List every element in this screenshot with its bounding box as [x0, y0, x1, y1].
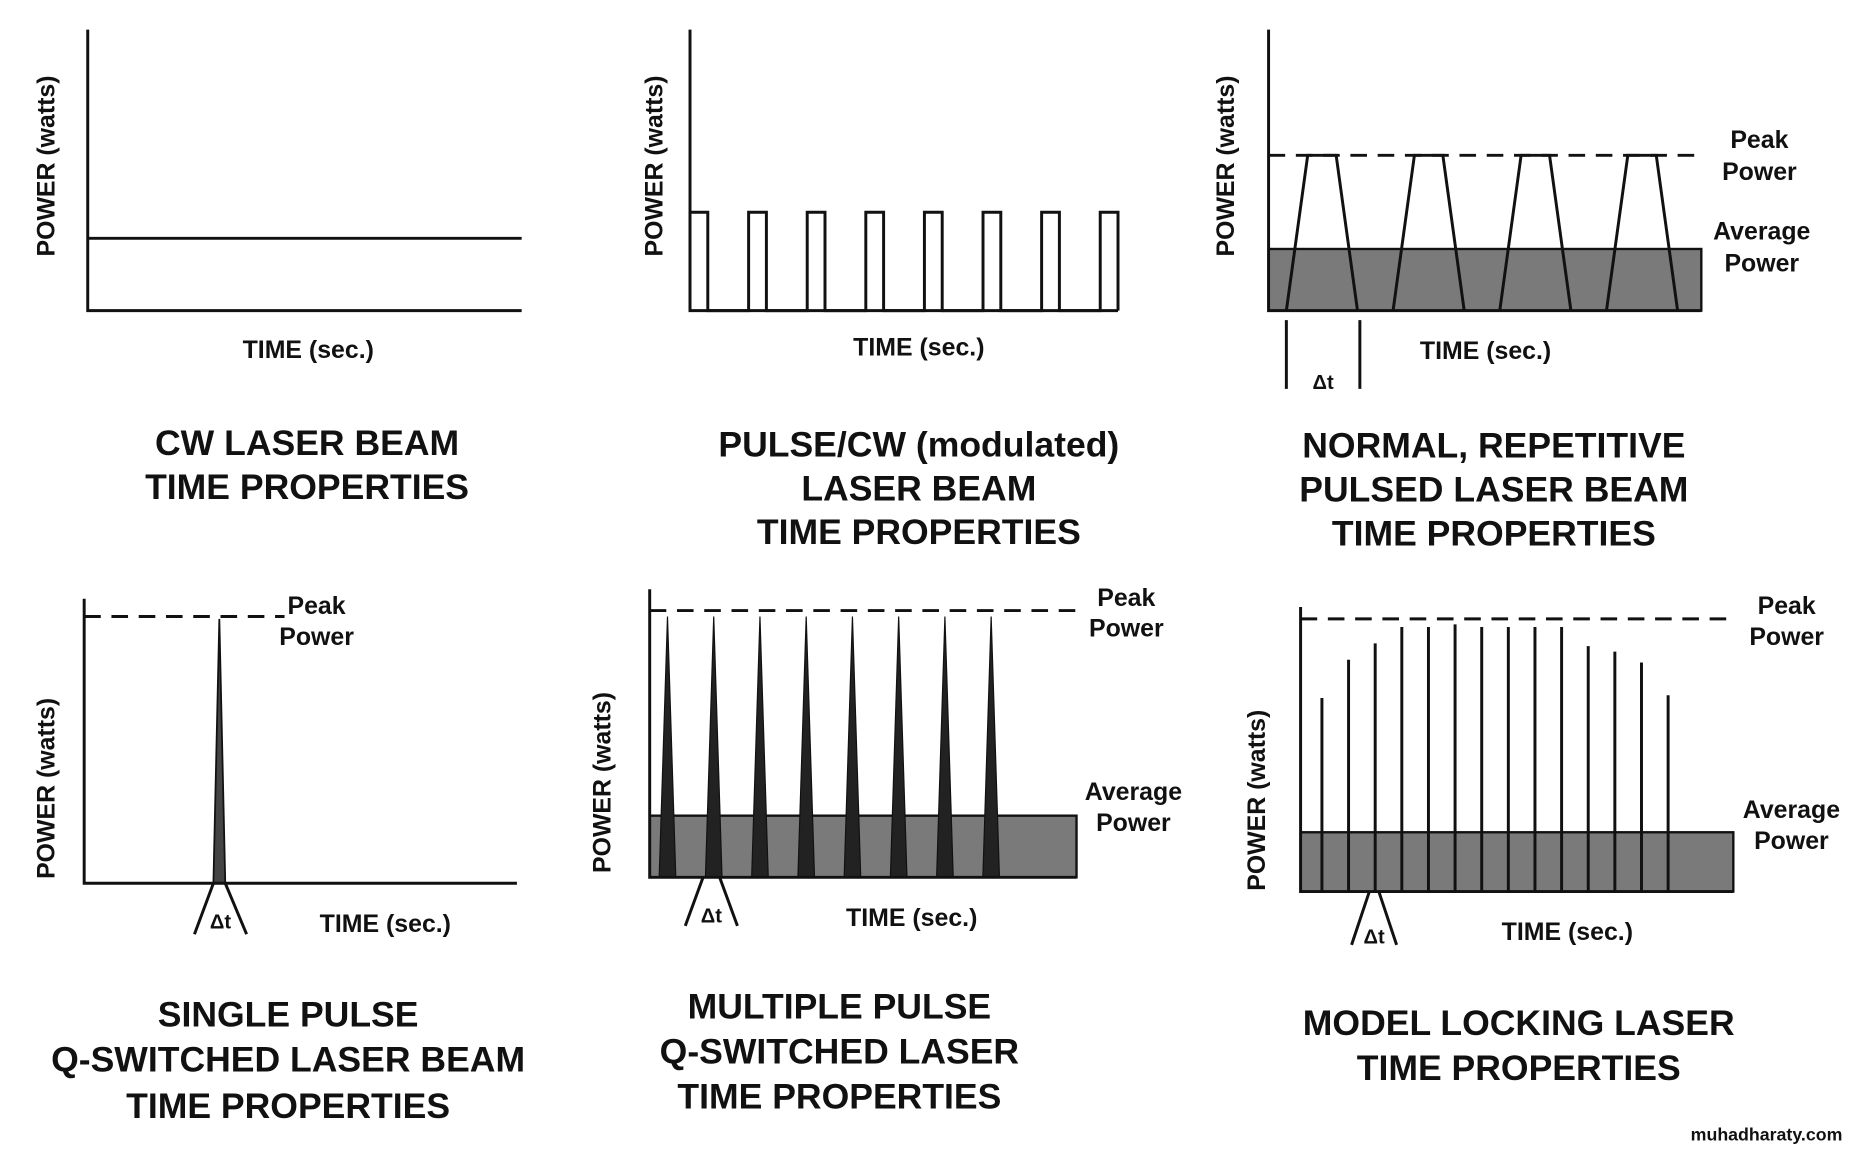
average-power-label: Average: [1743, 796, 1840, 824]
peak-power-label: Power: [1089, 615, 1164, 643]
y-axis-label: POWER (watts): [33, 75, 61, 256]
panel-title: LASER BEAM: [801, 468, 1036, 508]
peak-power-label: Peak: [1730, 126, 1788, 154]
delta-t-marker: [683, 876, 739, 927]
watermark: muhadharaty.com: [1691, 1125, 1843, 1145]
panel-title: TIME PROPERTIES: [677, 1077, 1001, 1117]
panel-title: TIME PROPERTIES: [1332, 513, 1656, 553]
panel-title: Q-SWITCHED LASER BEAM: [51, 1040, 525, 1080]
average-power-label: Power: [1724, 249, 1799, 277]
pulse: [843, 616, 862, 878]
panel-title: CW LASER BEAM: [155, 423, 459, 463]
panel-cw: POWER (watts) TIME (sec.) CW LASER BEAM …: [33, 29, 522, 507]
axes: [1299, 607, 1734, 894]
delta-t-label: Δt: [701, 905, 722, 927]
panel-title: NORMAL, REPETITIVE: [1302, 426, 1685, 466]
panel-mode-locking: Δt Peak Power Average Power TIME (sec.) …: [1243, 592, 1840, 1088]
x-axis-label: TIME (sec.): [1502, 918, 1633, 946]
pulse: [889, 616, 908, 878]
panel-pulse-cw: POWER (watts) TIME (sec.) PULSE/CW (modu…: [641, 29, 1120, 552]
delta-t-label: Δt: [1313, 372, 1334, 394]
panel-single-pulse: Δt Peak Power TIME (sec.) POWER (watts) …: [33, 592, 526, 1126]
panel-multiple-pulse: Δt Peak Power Average Power TIME (sec.) …: [589, 584, 1182, 1117]
panel-title: TIME PROPERTIES: [757, 512, 1081, 552]
panel-title: PULSED LASER BEAM: [1299, 469, 1688, 509]
pulse: [1284, 153, 1359, 311]
pulse: [797, 616, 816, 878]
average-power-label: Average: [1713, 217, 1810, 245]
peak-power-label: Peak: [1097, 584, 1155, 612]
x-axis-label: TIME (sec.): [1420, 337, 1551, 365]
y-axis-label: POWER (watts): [1212, 75, 1240, 256]
pulse: [1498, 153, 1573, 311]
delta-t-label: Δt: [1364, 927, 1385, 949]
pulse: [982, 616, 1001, 878]
axes: [86, 29, 522, 313]
y-axis-label: POWER (watts): [33, 698, 61, 879]
panel-title: PULSE/CW (modulated): [718, 424, 1119, 464]
y-axis-label: POWER (watts): [641, 75, 669, 256]
single-pulse: [212, 618, 227, 885]
y-axis-label: POWER (watts): [1243, 710, 1271, 891]
peak-power-label: Power: [1722, 158, 1797, 186]
average-power-label: Average: [1085, 778, 1182, 806]
panel-title: TIME PROPERTIES: [126, 1086, 450, 1126]
peak-power-label: Peak: [1758, 592, 1816, 620]
axes: [1267, 29, 1702, 313]
modulated-pulse-train: [688, 210, 1120, 313]
y-axis-label: POWER (watts): [589, 692, 617, 873]
delta-t-label: Δt: [210, 911, 231, 933]
pulse: [1605, 153, 1680, 311]
axes: [648, 589, 1077, 879]
peak-power-label: Power: [279, 623, 354, 651]
axes: [688, 29, 1119, 313]
panel-title: MULTIPLE PULSE: [688, 986, 991, 1026]
axes: [82, 598, 517, 885]
pulse: [704, 616, 723, 878]
average-power-band: [1267, 247, 1703, 312]
peak-power-label: Peak: [287, 592, 345, 620]
pulse: [1391, 153, 1466, 311]
x-axis-label: TIME (sec.): [320, 910, 451, 938]
x-axis-label: TIME (sec.): [846, 904, 977, 932]
pulse: [936, 616, 954, 878]
x-axis-label: TIME (sec.): [853, 334, 984, 362]
pulse: [658, 616, 677, 878]
panel-title: TIME PROPERTIES: [1357, 1048, 1681, 1088]
average-power-label: Power: [1096, 809, 1171, 837]
panel-title: TIME PROPERTIES: [145, 467, 469, 507]
delta-t-marker: [193, 882, 248, 935]
x-axis-label: TIME (sec.): [243, 336, 374, 364]
pulse: [751, 616, 769, 878]
panel-title: MODEL LOCKING LASER: [1303, 1003, 1735, 1043]
average-power-label: Power: [1754, 827, 1829, 855]
peak-power-label: Power: [1749, 623, 1824, 651]
panel-title: Q-SWITCHED LASER: [660, 1031, 1019, 1071]
panel-title: SINGLE PULSE: [158, 995, 419, 1035]
delta-t-marker: [1350, 891, 1399, 946]
panel-repetitive-pulsed: Δt Peak Power Average Power TIME (sec.) …: [1212, 29, 1810, 553]
